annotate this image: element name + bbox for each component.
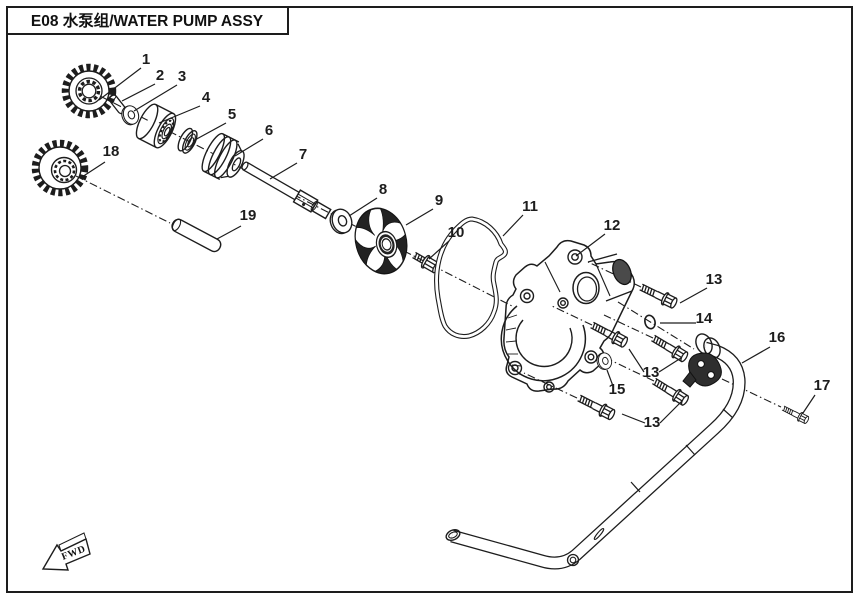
callout-13-14: 13	[644, 414, 661, 431]
callout-6-5: 6	[265, 122, 273, 139]
leader-line-8	[348, 197, 378, 217]
leader-line-11	[502, 214, 524, 237]
callout-16-17: 16	[769, 329, 786, 346]
bearing	[135, 103, 177, 149]
shaft-pin	[171, 218, 222, 253]
leader-line-13	[628, 348, 645, 373]
leader-line-9	[405, 208, 434, 226]
callout-5-4: 5	[228, 106, 236, 123]
callout-9-8: 9	[435, 192, 443, 209]
callout-10-9: 10	[448, 224, 465, 241]
leader-line-4	[158, 105, 201, 124]
callout-15-16: 15	[609, 381, 626, 398]
o-ring	[644, 314, 656, 330]
callout-4-3: 4	[202, 89, 211, 106]
leader-line-3	[133, 84, 178, 112]
leader-line-13	[621, 413, 646, 424]
callout-2-1: 2	[156, 67, 164, 84]
callout-12-11: 12	[604, 217, 621, 234]
leader-line-13	[679, 287, 708, 304]
leader-line-13	[658, 357, 682, 373]
callout-13-12: 13	[706, 271, 723, 288]
callout-13-13: 13	[643, 364, 660, 381]
inlet-bore	[572, 271, 600, 305]
callout-7-6: 7	[299, 146, 307, 163]
leader-line-13	[659, 400, 683, 424]
inlet-neck-end	[612, 258, 632, 286]
pump-cover	[500, 239, 636, 393]
leader-line-6	[234, 138, 264, 157]
callout-19-20: 19	[240, 207, 257, 224]
callout-11-10: 11	[522, 198, 538, 215]
callout-8-7: 8	[379, 181, 387, 198]
callout-17-18: 17	[814, 377, 831, 394]
leader-line-5	[192, 122, 227, 142]
fwd-arrow-shape	[41, 538, 91, 571]
leader-line-15	[606, 369, 614, 387]
callout-1-0: 1	[142, 51, 150, 68]
leader-line-2	[121, 83, 156, 102]
title-box	[6, 6, 289, 35]
drive-gear	[61, 63, 117, 119]
leader-line-10	[428, 240, 450, 260]
leader-line-17	[802, 394, 816, 414]
leader-line-19	[216, 225, 242, 240]
idler-gear	[31, 139, 89, 197]
impeller	[349, 204, 413, 283]
leader-line-16	[741, 346, 771, 364]
fwd-direction-arrow: FWD	[41, 532, 91, 571]
callout-3-2: 3	[178, 68, 186, 85]
pipe-open-end	[445, 528, 461, 542]
leader-line-1	[98, 67, 142, 101]
leader-line-12	[575, 233, 606, 257]
page-border	[6, 6, 853, 593]
leader-line-18	[81, 161, 106, 178]
callout-18-19: 18	[103, 143, 120, 160]
title-block: E08 水泵组/WATER PUMP ASSY	[6, 6, 289, 35]
mechanical-seal	[201, 132, 245, 182]
callout-14-15: 14	[696, 310, 713, 327]
oil-seal	[177, 127, 198, 154]
leader-line-7	[269, 162, 298, 180]
page-title: E08 水泵组/WATER PUMP ASSY	[31, 11, 264, 30]
water-pipe	[445, 333, 746, 570]
pump-gasket	[434, 216, 508, 339]
